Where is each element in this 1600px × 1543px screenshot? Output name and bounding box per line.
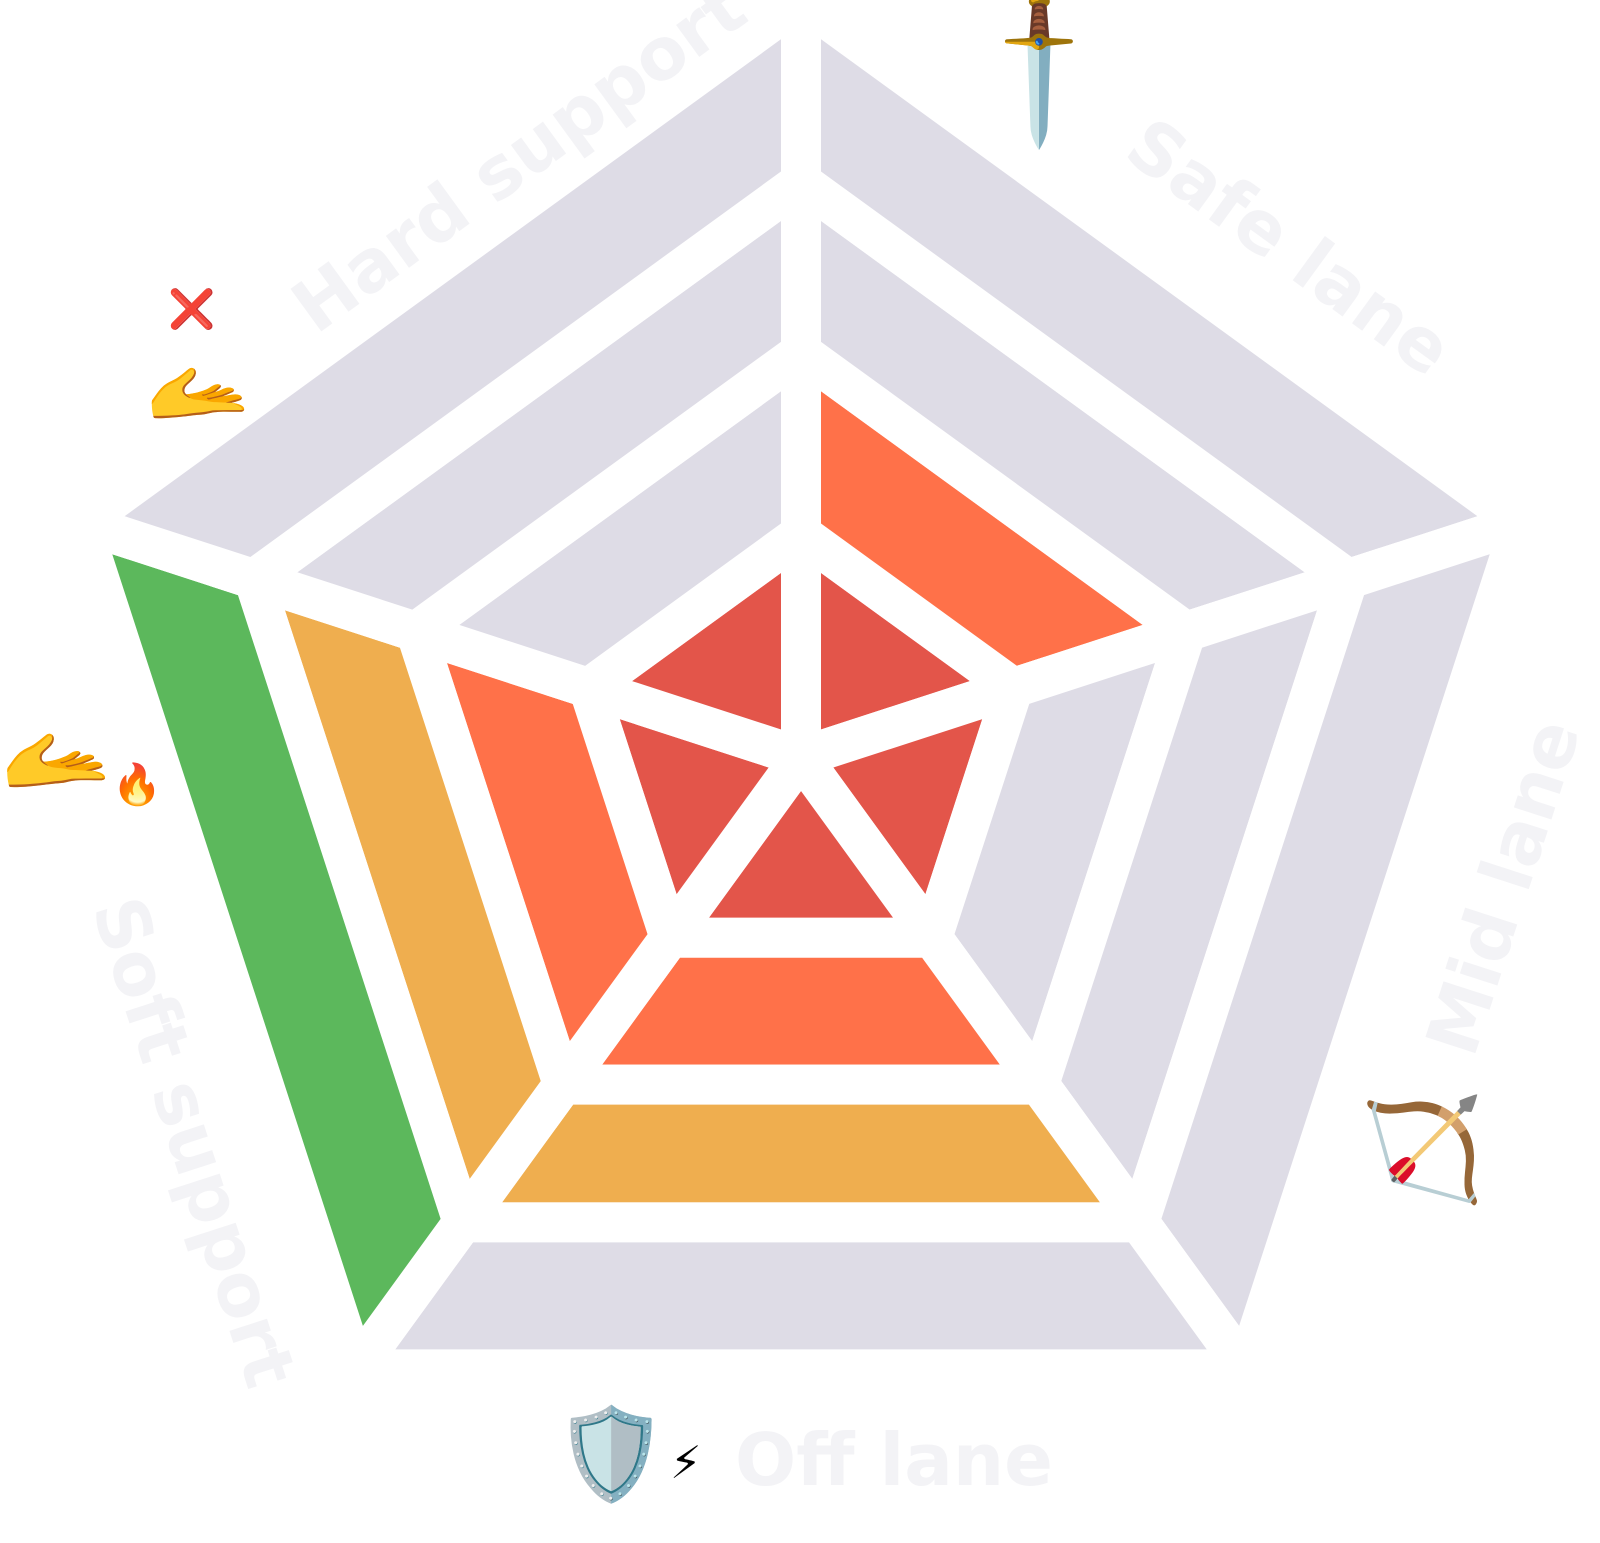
radar-cell-hard-support-level-4 [37, 0, 821, 602]
fire-icon: 🔥 [112, 762, 162, 808]
label-off-lane: Off lane [735, 1418, 1053, 1502]
shield-icon: 🛡️ [555, 1402, 668, 1507]
palm-up-hand-icon: 🫴 [145, 343, 251, 442]
radar-cell-off-lane-level-4 [316, 1202, 1286, 1390]
lightning-icon: ⚡ [670, 1436, 702, 1489]
palm-up-hand-icon: 🫴 [0, 707, 113, 812]
bow-and-arrow-icon: 🏹 [1360, 1091, 1485, 1208]
cross-icon: ❌ [168, 287, 216, 331]
